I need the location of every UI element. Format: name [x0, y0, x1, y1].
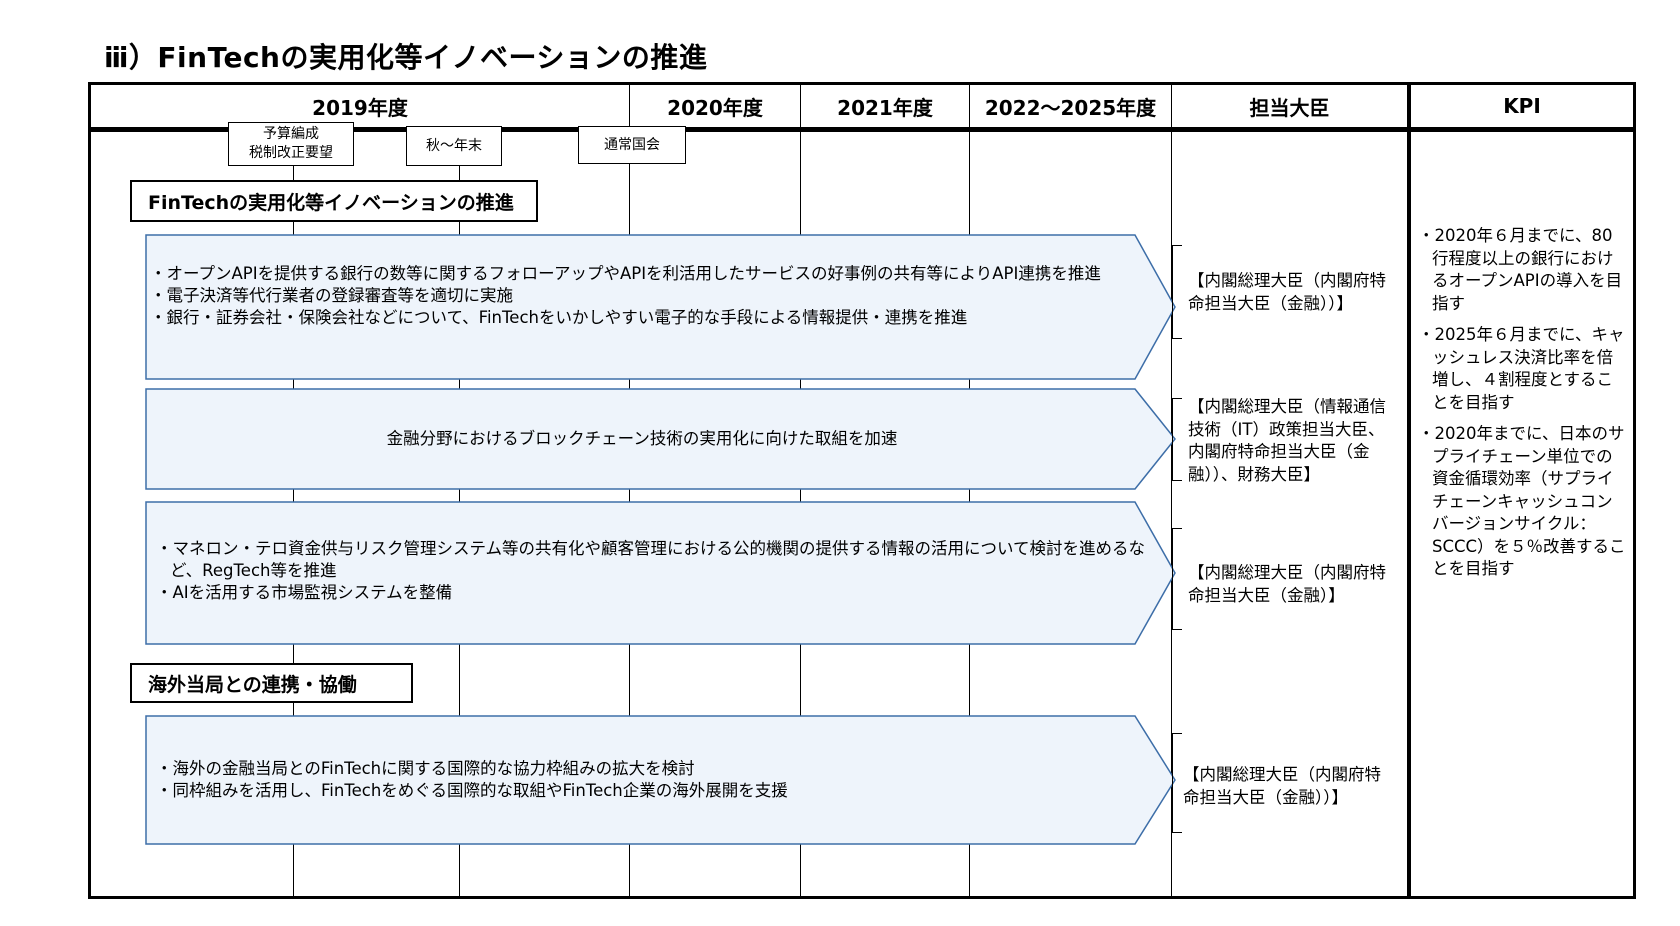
arrow-regtech-item-2: ・AIを活用する市場監視システムを整備	[156, 583, 453, 602]
minister-text-1: 【内閣総理大臣（内閣府特命担当大臣（金融））】	[1188, 271, 1386, 313]
minister-text-4: 【内閣総理大臣（内閣府特命担当大臣（金融））】	[1183, 765, 1381, 807]
header-2021: 2021年度	[837, 95, 933, 120]
header-2019: 2019年度	[312, 95, 408, 120]
header-2020: 2020年度	[667, 95, 763, 120]
kpi-item-3: ・2020年までに、日本のサプライチェーン単位での資金循環効率（サプライチェーン…	[1418, 424, 1626, 578]
header-kpi: KPI	[1503, 94, 1541, 118]
milestone-diet: 通常国会	[578, 126, 686, 164]
arrow-regtech-text: ・マネロン・テロ資金供与リスク管理システム等の共有化や顧客管理における公的機関の…	[150, 538, 1146, 604]
arrow-api-item-3: ・銀行・証券会社・保険会社などについて、FinTechをいかしやすい電子的な手段…	[150, 308, 968, 327]
milestone-budget: 予算編成 税制改正要望	[228, 122, 354, 166]
arrow-api-item-1: ・オープンAPIを提供する銀行の数等に関するフォローアップやAPIを利活用したサ…	[150, 264, 1101, 283]
col-divider-2022	[969, 82, 970, 898]
minister-text-3: 【内閣総理大臣（内閣府特命担当大臣（金融）】	[1188, 563, 1386, 605]
section-fintech: FinTechの実用化等イノベーションの推進	[130, 180, 538, 222]
roadmap-table-frame	[88, 82, 1636, 899]
minister-text-2: 【内閣総理大臣（情報通信技術（IT）政策担当大臣、内閣府特命担当大臣（金融））、…	[1188, 397, 1386, 484]
milestone-budget-line1: 予算編成	[263, 126, 319, 142]
kpi-list: ・2020年６月までに、80行程度以上の銀行におけるオープンAPIの導入を目指す…	[1418, 225, 1628, 590]
page-title: ⅲ）FinTechの実用化等イノベーションの推進	[104, 41, 708, 74]
arrow-overseas-text: ・海外の金融当局とのFinTechに関する国際的な協力枠組みの拡大を検討 ・同枠…	[150, 758, 1146, 802]
arrow-overseas-item-2: ・同枠組みを活用し、FinTechをめぐる国際的な取組やFinTech企業の海外…	[156, 781, 788, 800]
milestone-budget-line2: 税制改正要望	[249, 145, 333, 161]
arrow-overseas	[145, 715, 1176, 845]
arrow-blockchain-text: 金融分野におけるブロックチェーン技術の実用化に向けた取組を加速	[386, 429, 898, 448]
arrow-api-item-2: ・電子決済等代行業者の登録審査等を適切に実施	[150, 286, 513, 305]
col-divider-2021	[800, 82, 801, 898]
minister-bracket-2	[1172, 398, 1182, 481]
minister-bracket-3	[1172, 528, 1182, 630]
arrow-blockchain	[145, 388, 1176, 490]
col-divider-kpi	[1407, 82, 1411, 898]
col-divider-2020	[629, 82, 630, 898]
arrow-api	[145, 234, 1176, 380]
arrow-api-text: ・オープンAPIを提供する銀行の数等に関するフォローアップやAPIを利活用したサ…	[150, 263, 1148, 329]
header-divider	[88, 127, 1636, 132]
header-minister: 担当大臣	[1249, 95, 1330, 120]
minister-bracket-1	[1172, 245, 1182, 339]
milestone-autumn: 秋～年末	[406, 126, 502, 166]
minister-bracket-4	[1172, 733, 1182, 833]
kpi-item-2: ・2025年６月までに、キャッシュレス決済比率を倍増し、４割程度とすることを目指…	[1418, 325, 1625, 412]
arrow-regtech-item-1: ・マネロン・テロ資金供与リスク管理システム等の共有化や顧客管理における公的機関の…	[156, 539, 1146, 580]
header-2022-2025: 2022～2025年度	[984, 95, 1157, 120]
arrow-regtech	[145, 501, 1176, 645]
kpi-item-1: ・2020年６月までに、80行程度以上の銀行におけるオープンAPIの導入を目指す	[1418, 226, 1623, 313]
arrow-overseas-item-1: ・海外の金融当局とのFinTechに関する国際的な協力枠組みの拡大を検討	[156, 759, 695, 778]
col-divider-minister	[1171, 82, 1172, 898]
section-overseas: 海外当局との連携・協働	[130, 663, 413, 703]
